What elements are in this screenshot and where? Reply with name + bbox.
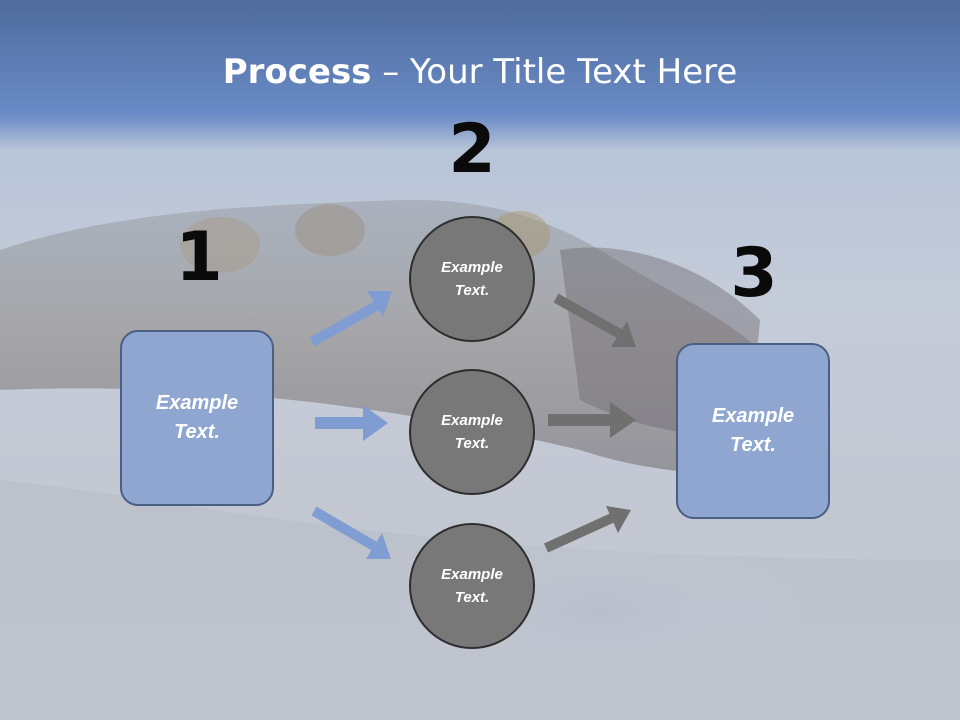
arrow-bottom-to-3 bbox=[543, 506, 631, 553]
step-3-label: Example Text. bbox=[711, 405, 795, 456]
step-1-box: Example Text. bbox=[120, 330, 274, 506]
circle-bottom-label: Example Text. bbox=[441, 566, 503, 606]
step-3-box: Example Text. bbox=[676, 343, 830, 519]
slide-title: Process – Your Title Text Here bbox=[0, 52, 960, 92]
step-2-circle-middle: Example Text. bbox=[409, 369, 535, 495]
circle-top-label: Example Text. bbox=[441, 259, 503, 299]
arrow-1-to-top bbox=[309, 291, 392, 347]
arrow-1-to-bottom bbox=[311, 506, 391, 559]
arrow-top-to-3 bbox=[553, 293, 636, 347]
step-1-label: Example Text. bbox=[155, 392, 239, 443]
title-rest: – Your Title Text Here bbox=[371, 52, 738, 92]
arrow-1-to-middle bbox=[315, 405, 388, 441]
step-number-2: 2 bbox=[448, 110, 496, 189]
step-number-3: 3 bbox=[730, 234, 778, 313]
circle-middle-label: Example Text. bbox=[441, 412, 503, 452]
step-number-1: 1 bbox=[175, 218, 223, 297]
step-2-circle-bottom: Example Text. bbox=[409, 523, 535, 649]
step-2-circle-top: Example Text. bbox=[409, 216, 535, 342]
title-bold: Process bbox=[222, 52, 372, 92]
arrow-middle-to-3 bbox=[548, 402, 636, 438]
